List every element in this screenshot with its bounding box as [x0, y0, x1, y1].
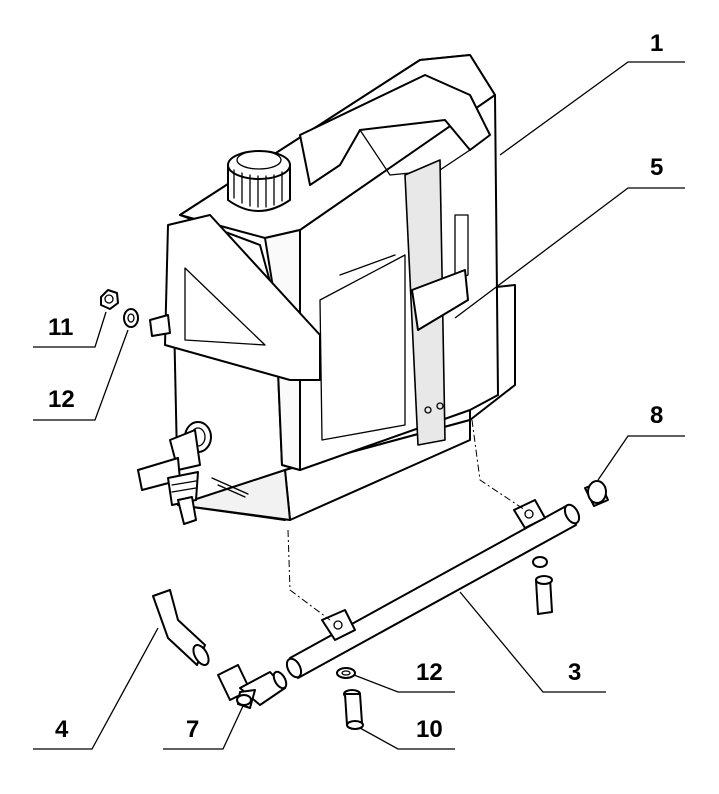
leader-lines — [33, 61, 685, 750]
fitting-8 — [584, 480, 609, 507]
bracket-side-wing — [164, 214, 321, 381]
bolt-10 — [343, 689, 364, 730]
washer-12-bottom — [336, 667, 356, 679]
assembly-lines — [287, 419, 526, 621]
elbow-hose-4 — [152, 589, 210, 666]
tube — [285, 499, 581, 679]
callout-12-bottom: 12 — [416, 659, 443, 686]
callout-5: 5 — [650, 154, 664, 181]
bolt-right — [532, 556, 553, 615]
nut-11 — [100, 289, 119, 310]
callout-3: 3 — [568, 659, 582, 686]
callout-1: 1 — [650, 30, 664, 57]
washer-12-top — [123, 308, 171, 337]
callout-7: 7 — [186, 716, 200, 743]
elbow-connector-7 — [217, 664, 288, 709]
drain-tap — [137, 421, 212, 525]
callout-11: 11 — [48, 314, 74, 341]
callout-4: 4 — [55, 716, 69, 743]
callout-12-top: 12 — [48, 386, 75, 413]
callout-8: 8 — [650, 402, 664, 429]
callout-10: 10 — [416, 716, 443, 743]
filler-cap — [227, 150, 291, 212]
